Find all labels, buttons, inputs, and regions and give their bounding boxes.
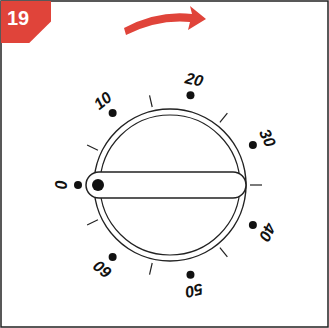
mark-dot <box>186 271 194 279</box>
tick-mark <box>87 145 98 150</box>
step-badge: 19 <box>1 1 51 43</box>
scale-number: 20 <box>184 70 205 90</box>
tick-mark <box>220 113 227 122</box>
mark-dot <box>186 91 194 99</box>
step-number: 19 <box>1 1 51 28</box>
mark-dot <box>249 221 257 229</box>
dial <box>74 91 262 278</box>
scale-number: 50 <box>184 281 205 301</box>
tick-mark <box>87 220 98 225</box>
pointer-dot <box>92 179 104 191</box>
rotation-arrow <box>124 6 206 35</box>
tick-mark <box>250 184 262 185</box>
mark-dot <box>249 141 257 149</box>
tick-mark <box>150 263 153 275</box>
badge-shape <box>1 1 51 43</box>
mark-dot <box>109 253 117 261</box>
tick-mark <box>220 248 227 257</box>
mark-dot <box>74 181 82 189</box>
tick-mark <box>150 95 153 107</box>
knob-bar <box>86 172 246 198</box>
scale-number: 0 <box>54 181 70 190</box>
mark-dot <box>109 109 117 117</box>
